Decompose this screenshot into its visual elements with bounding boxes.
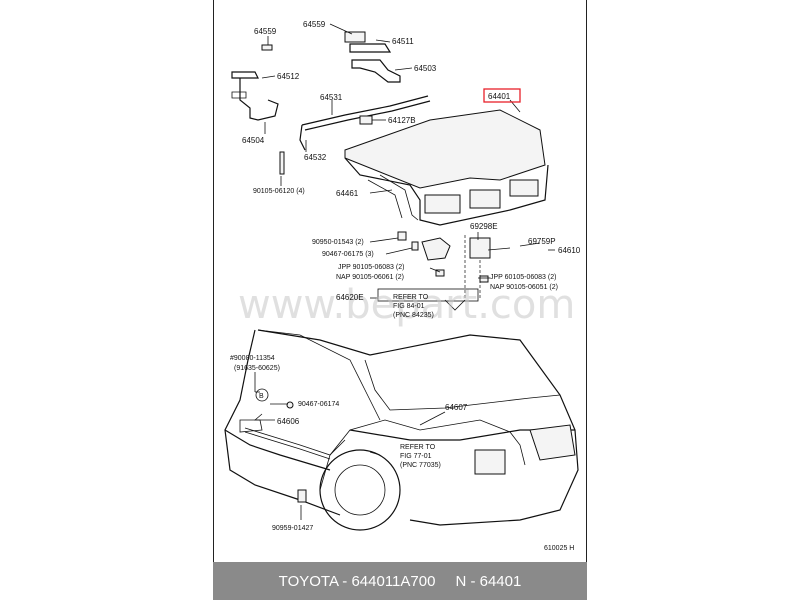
label-64607: 64607 [445, 403, 468, 412]
footer-bar: TOYOTA - 644011A700 N - 64401 [213, 562, 587, 600]
refer-to-2-line3: (PNC 77035) [400, 462, 441, 469]
label-nap-90105-06061: NAP 90105-06061 (2) [336, 274, 404, 281]
car-body [224, 329, 579, 531]
label-91635-60625: (91635-60625) [234, 365, 280, 372]
label-64606: 64606 [277, 417, 300, 426]
release-cable [244, 401, 526, 503]
diagram-frame [213, 0, 587, 600]
label-jpp-90105-06083: JPP 90105-06083 (2) [338, 264, 404, 271]
refer-box-1 [377, 288, 479, 311]
label-circle-b: B [259, 393, 264, 400]
label-90467-06175: 90467-06175 (3) [322, 251, 374, 258]
label-90080-11354: #90080-11354 [230, 355, 275, 362]
label-64461: 64461 [336, 189, 359, 198]
circle-b-marker [255, 388, 269, 402]
label-64127b: 64127B [388, 116, 416, 125]
label-64532: 64532 [304, 153, 327, 162]
leader-lines [253, 23, 555, 520]
label-64559-right: 64559 [303, 20, 326, 29]
footer-part-info: TOYOTA - 644011A700 [278, 572, 436, 590]
watermark: www.bepart.com [238, 282, 575, 328]
latch-assembly [397, 231, 511, 300]
label-64511: 64511 [392, 37, 414, 46]
refer-to-2-line2: FIG 77-01 [400, 453, 432, 460]
label-90950-01543: 90950-01543 (2) [312, 239, 364, 246]
label-90105-06120: 90105-06120 (4) [253, 188, 305, 195]
label-64531: 64531 [320, 93, 343, 102]
refer-to-1-line3: (PNC 84235) [393, 312, 434, 319]
label-90467-06174: 90467-06174 [298, 401, 339, 408]
label-64610: 64610 [558, 246, 581, 255]
hinge-left-part [231, 44, 285, 175]
label-nap-90105-06051: NAP 90105-06051 (2) [490, 284, 558, 291]
diagram-code: 610025 H [544, 545, 574, 552]
refer-to-1-line1: REFER TO [393, 294, 429, 301]
label-jpp-60105-06083: JPP 60105-06083 (2) [490, 274, 556, 281]
label-64503: 64503 [414, 64, 437, 73]
hinge-right-part [344, 31, 401, 83]
label-64401: 64401 [488, 92, 511, 101]
trunk-lid [344, 109, 549, 226]
label-64559-left: 64559 [254, 27, 277, 36]
label-64504: 64504 [242, 136, 265, 145]
torsion-bars [299, 95, 431, 151]
label-69759p: 69759P [528, 237, 556, 246]
refer-to-2-line1: REFER TO [400, 444, 436, 451]
refer-to-1-line2: FIG 84-01 [393, 303, 425, 310]
label-90959-01427: 90959-01427 [272, 525, 313, 532]
highlight-box-64401 [483, 88, 521, 103]
footer-reference: N - 64401 [455, 572, 522, 590]
label-64620e: 64620E [336, 293, 364, 302]
label-69298e: 69298E [470, 222, 498, 231]
label-64512: 64512 [277, 72, 300, 81]
